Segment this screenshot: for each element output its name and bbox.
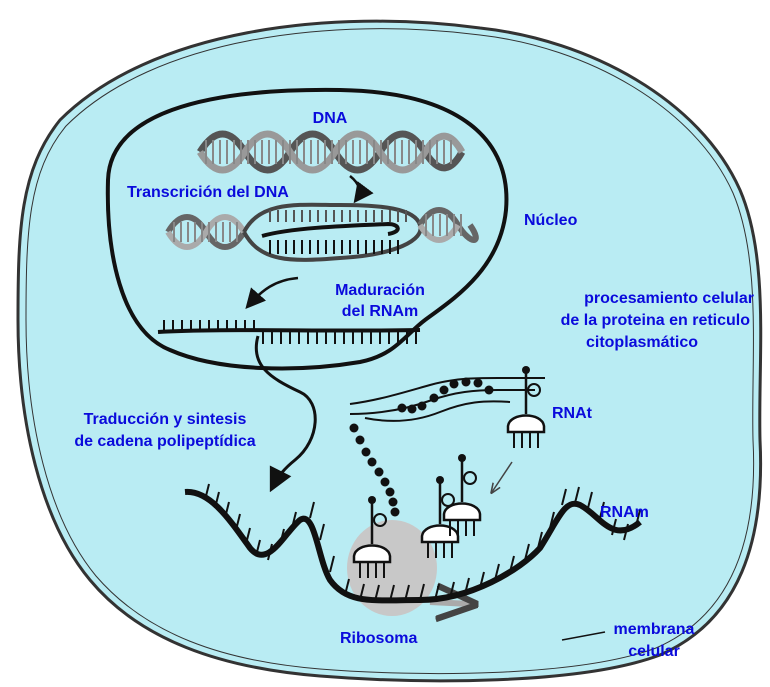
dna-label: DNA	[300, 109, 360, 129]
maturation-label-line1: Maduración	[316, 281, 444, 301]
processing-label-line2: de la proteina en reticulo	[470, 311, 750, 331]
ribosome-exit-arrow	[430, 602, 470, 604]
trna-label: RNAt	[552, 404, 592, 424]
mrna-label: RNAm	[600, 503, 649, 523]
ribosome-label: Ribosoma	[340, 629, 417, 649]
membrane-label-line2: celular	[598, 642, 710, 662]
nucleus-label: Núcleo	[524, 211, 577, 231]
transcription-label: Transcrición del DNA	[127, 183, 289, 203]
processing-label-line3: citoplasmático	[470, 333, 698, 353]
processing-label-line1: procesamiento celular	[470, 289, 754, 309]
membrane-label-line1: membrana	[598, 620, 710, 640]
translation-label-line2: de cadena polipeptídica	[40, 432, 290, 452]
maturation-label-line2: del RNAm	[316, 302, 444, 322]
translation-label-line1: Traducción y sintesis	[40, 410, 290, 430]
